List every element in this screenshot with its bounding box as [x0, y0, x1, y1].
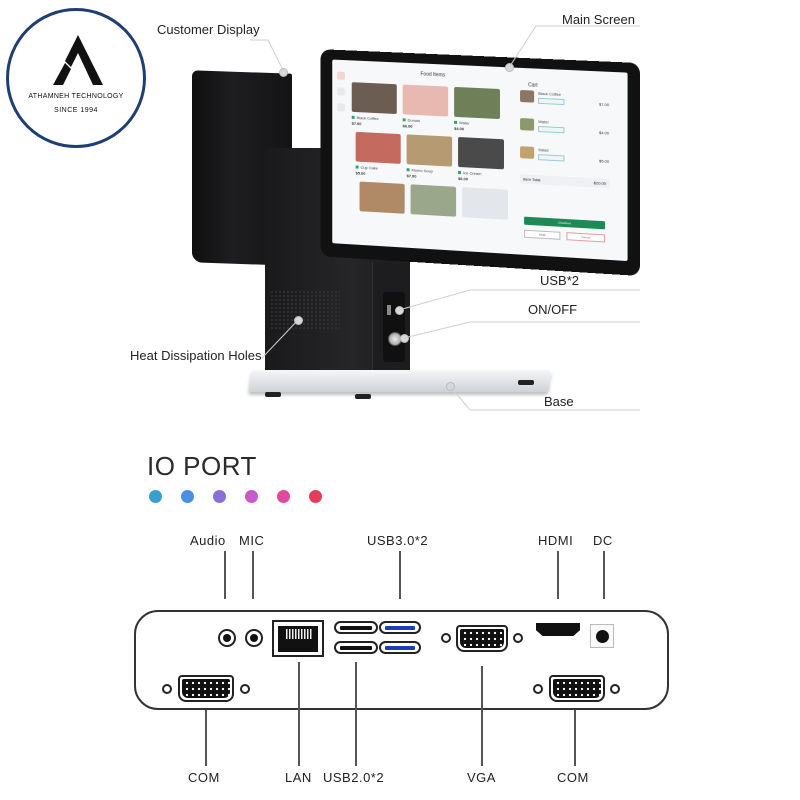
usb2-port — [334, 641, 378, 654]
screw-icon — [240, 684, 250, 694]
label-lan: LAN — [285, 770, 312, 785]
leader-usb2 — [355, 662, 357, 766]
leader-lan — [298, 662, 300, 766]
callout-usb: USB*2 — [540, 273, 580, 288]
logo-since: SINCE 1994 — [54, 107, 98, 114]
io-port-color-dots — [149, 490, 322, 503]
leader-vga — [481, 666, 483, 766]
vga-port — [456, 625, 508, 652]
mic-jack — [245, 629, 263, 647]
heat-holes-callout-dot — [294, 316, 303, 325]
label-com-left: COM — [188, 770, 220, 785]
screw-icon — [441, 633, 451, 643]
label-vga: VGA — [467, 770, 496, 785]
leader-hdmi — [557, 551, 559, 599]
callout-base: Base — [544, 394, 574, 409]
hdmi-port — [536, 623, 580, 636]
screw-icon — [533, 684, 543, 694]
leader-mic — [252, 551, 254, 599]
audio-jack — [218, 629, 236, 647]
decor-dot — [277, 490, 290, 503]
callout-leader-lines — [250, 25, 640, 411]
usb3-port — [379, 621, 421, 634]
dc-jack — [590, 624, 614, 648]
callout-heat-dissipation: Heat Dissipation Holes — [130, 348, 262, 363]
vga-pins — [460, 629, 504, 648]
screw-icon — [162, 684, 172, 694]
label-dc: DC — [593, 533, 613, 548]
callout-customer-display: Customer Display — [157, 22, 260, 37]
decor-dot — [245, 490, 258, 503]
lan-pins — [286, 629, 312, 639]
io-port-title: IO PORT — [147, 451, 257, 481]
leader-usb3 — [399, 551, 401, 599]
label-usb2: USB2.0*2 — [323, 770, 385, 785]
lan-port — [272, 620, 324, 657]
callout-on-off: ON/OFF — [528, 302, 578, 317]
leader-audio — [224, 551, 226, 599]
base-foot — [518, 380, 534, 385]
label-hdmi: HDMI — [538, 533, 574, 548]
main-screen-callout-dot — [505, 63, 514, 72]
leader-com-left — [205, 710, 207, 766]
callout-main-screen: Main Screen — [562, 12, 635, 27]
label-com-right: COM — [557, 770, 589, 785]
label-usb3: USB3.0*2 — [367, 533, 429, 548]
leader-com-right — [574, 710, 576, 766]
decor-dot — [181, 490, 194, 503]
decor-dot — [213, 490, 226, 503]
leader-dc — [603, 551, 605, 599]
screw-icon — [610, 684, 620, 694]
base-foot — [265, 392, 281, 397]
lan-socket — [278, 626, 318, 652]
usb3-port — [379, 641, 421, 654]
com-port-left — [178, 675, 234, 702]
logo-a-icon — [53, 35, 103, 85]
label-audio: Audio — [190, 533, 226, 548]
usb-callout-dot — [395, 306, 404, 315]
customer-display-callout-dot — [279, 68, 288, 77]
decor-dot — [149, 490, 162, 503]
side-usb-port — [387, 305, 391, 315]
heat-dissipation-holes — [270, 290, 340, 330]
com-pins — [553, 679, 601, 698]
onoff-callout-dot — [400, 334, 409, 343]
company-logo: ATHAMNEH TECHNOLOGY SINCE 1994 — [6, 8, 146, 148]
usb2-port — [334, 621, 378, 634]
label-mic: MIC — [239, 533, 265, 548]
base-foot — [355, 394, 371, 399]
com-port-right — [549, 675, 605, 702]
screw-icon — [513, 633, 523, 643]
com-pins — [182, 679, 230, 698]
logo-company-name: ATHAMNEH TECHNOLOGY — [28, 93, 124, 100]
decor-dot — [309, 490, 322, 503]
